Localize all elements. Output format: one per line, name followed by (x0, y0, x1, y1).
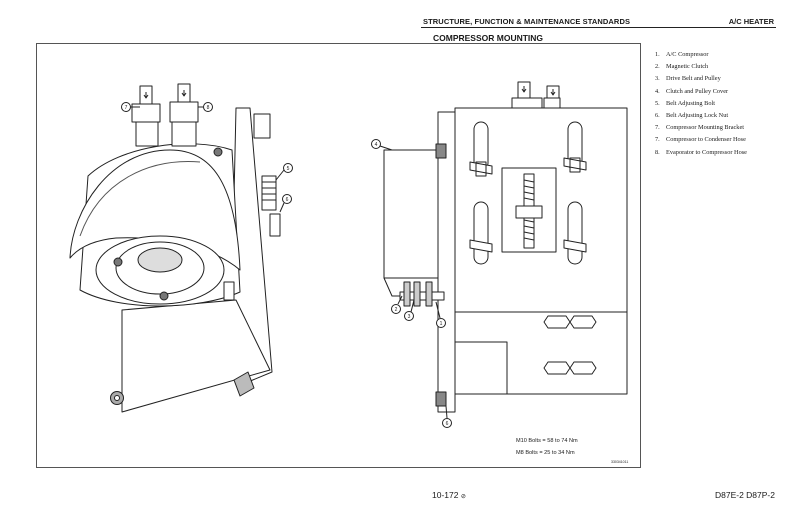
legend-item: 5.Belt Adjusting Bolt (655, 99, 715, 107)
header-rule (421, 27, 776, 28)
left-side-view (69, 83, 293, 413)
callout-6-right: 6 (446, 421, 449, 427)
callout-1-right: 1 (440, 321, 443, 327)
header-section-title: STRUCTURE, FUNCTION & MAINTENANCE STANDA… (423, 17, 631, 26)
callout-7-left: 7 (125, 105, 128, 111)
figure-frame (36, 43, 641, 468)
legend-item: 4.Clutch and Pulley Cover (655, 87, 729, 95)
page-mark-icon: ⊘ (460, 494, 466, 500)
legend-item: 7.Compressor Mounting Bracket (655, 124, 745, 132)
callout-4-right: 4 (375, 142, 378, 148)
callout-3-right: 3 (408, 314, 411, 320)
legend-item: 7.Compressor to Condenser Hose (655, 136, 746, 144)
model-number: D87E-2 D87P-2 (714, 490, 775, 500)
legend-item: 3.Drive Belt and Pulley (655, 75, 721, 83)
header-chapter-title: A/C HEATER (728, 17, 774, 26)
callout-8-left: 8 (207, 105, 210, 111)
legend-item: 1.A/C Compressor (655, 51, 709, 58)
legend-item: 2.Magnetic Clutch (655, 63, 709, 71)
page-number: 10-172 ⊘ (432, 490, 466, 500)
figure-id: 330341011 (611, 460, 629, 464)
legend-item: 8.Evaporator to Compressor Hose (655, 148, 747, 156)
page-title: COMPRESSOR MOUNTING (433, 33, 544, 43)
legend-item: 6.Belt Adjusting Lock Nut (655, 112, 729, 120)
callout-5-left: 5 (287, 166, 290, 172)
torque-m8: M8 Bolts = 25 to 34 Nm (516, 450, 575, 456)
front-view (371, 81, 628, 428)
torque-m10: M10 Bolts = 58 to 74 Nm (516, 438, 578, 444)
callout-6-left: 6 (286, 197, 289, 203)
parts-legend: 1.A/C Compressor 2.Magnetic Clutch 3.Dri… (655, 49, 747, 159)
callout-2-right: 2 (395, 307, 398, 313)
